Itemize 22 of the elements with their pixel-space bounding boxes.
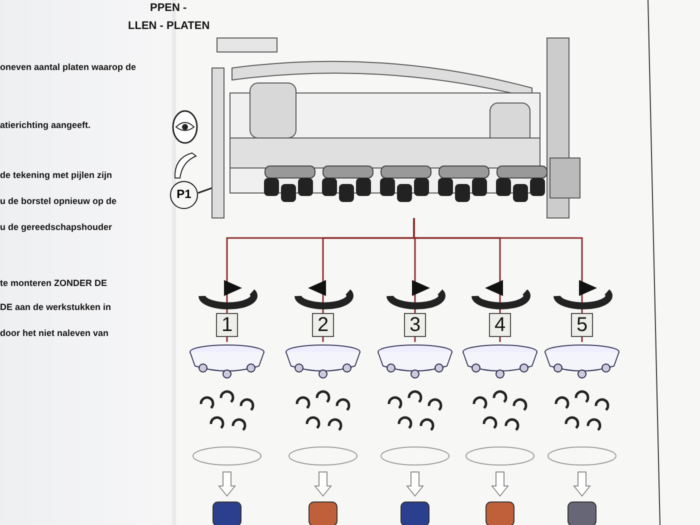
body-text: te monteren ZONDER DE xyxy=(0,278,108,288)
body-text: DE aan de werkstukken in xyxy=(0,302,112,312)
connector-line xyxy=(322,337,324,342)
body-text: atierichting aangeeft. xyxy=(0,120,91,130)
step-number: 1 xyxy=(216,313,238,337)
step-number: 5 xyxy=(571,313,593,337)
body-text: u de gereedschapshouder xyxy=(0,222,112,232)
leader-line xyxy=(198,187,212,194)
body-text: door het niet naleven van xyxy=(0,328,109,338)
body-text: de tekening met pijlen zijn xyxy=(0,170,112,180)
connector-line xyxy=(499,337,501,342)
body-text: oneven aantal platen waarop de xyxy=(0,62,136,72)
step-number: 4 xyxy=(489,313,511,337)
step-number: 2 xyxy=(312,313,334,337)
connector-line xyxy=(581,337,583,342)
body-text: LLEN - PLATEN xyxy=(128,20,210,32)
connector-line xyxy=(413,218,583,313)
connector-line xyxy=(226,337,228,342)
connector-line xyxy=(414,337,416,342)
body-text: PPEN - xyxy=(150,2,187,14)
body-text: u de borstel opnieuw op de xyxy=(0,196,117,206)
step-number: 3 xyxy=(404,313,426,337)
